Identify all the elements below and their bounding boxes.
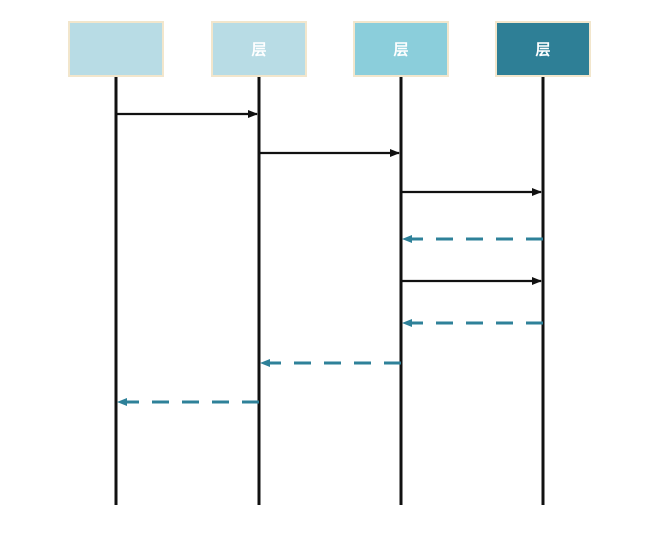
participant-box-rect-1	[68, 21, 164, 77]
participant-box-rect-2	[211, 21, 307, 77]
participant-box-3[interactable]: 层	[353, 21, 449, 77]
participant-box-rect-4	[495, 21, 591, 77]
messages-layer	[116, 110, 543, 406]
participants-layer: 层层层	[68, 21, 591, 77]
participant-box-4[interactable]: 层	[495, 21, 591, 77]
participant-box-rect-3	[353, 21, 449, 77]
lifelines-layer	[114, 76, 545, 505]
participant-box-1[interactable]	[68, 21, 164, 77]
participant-box-2[interactable]: 层	[211, 21, 307, 77]
